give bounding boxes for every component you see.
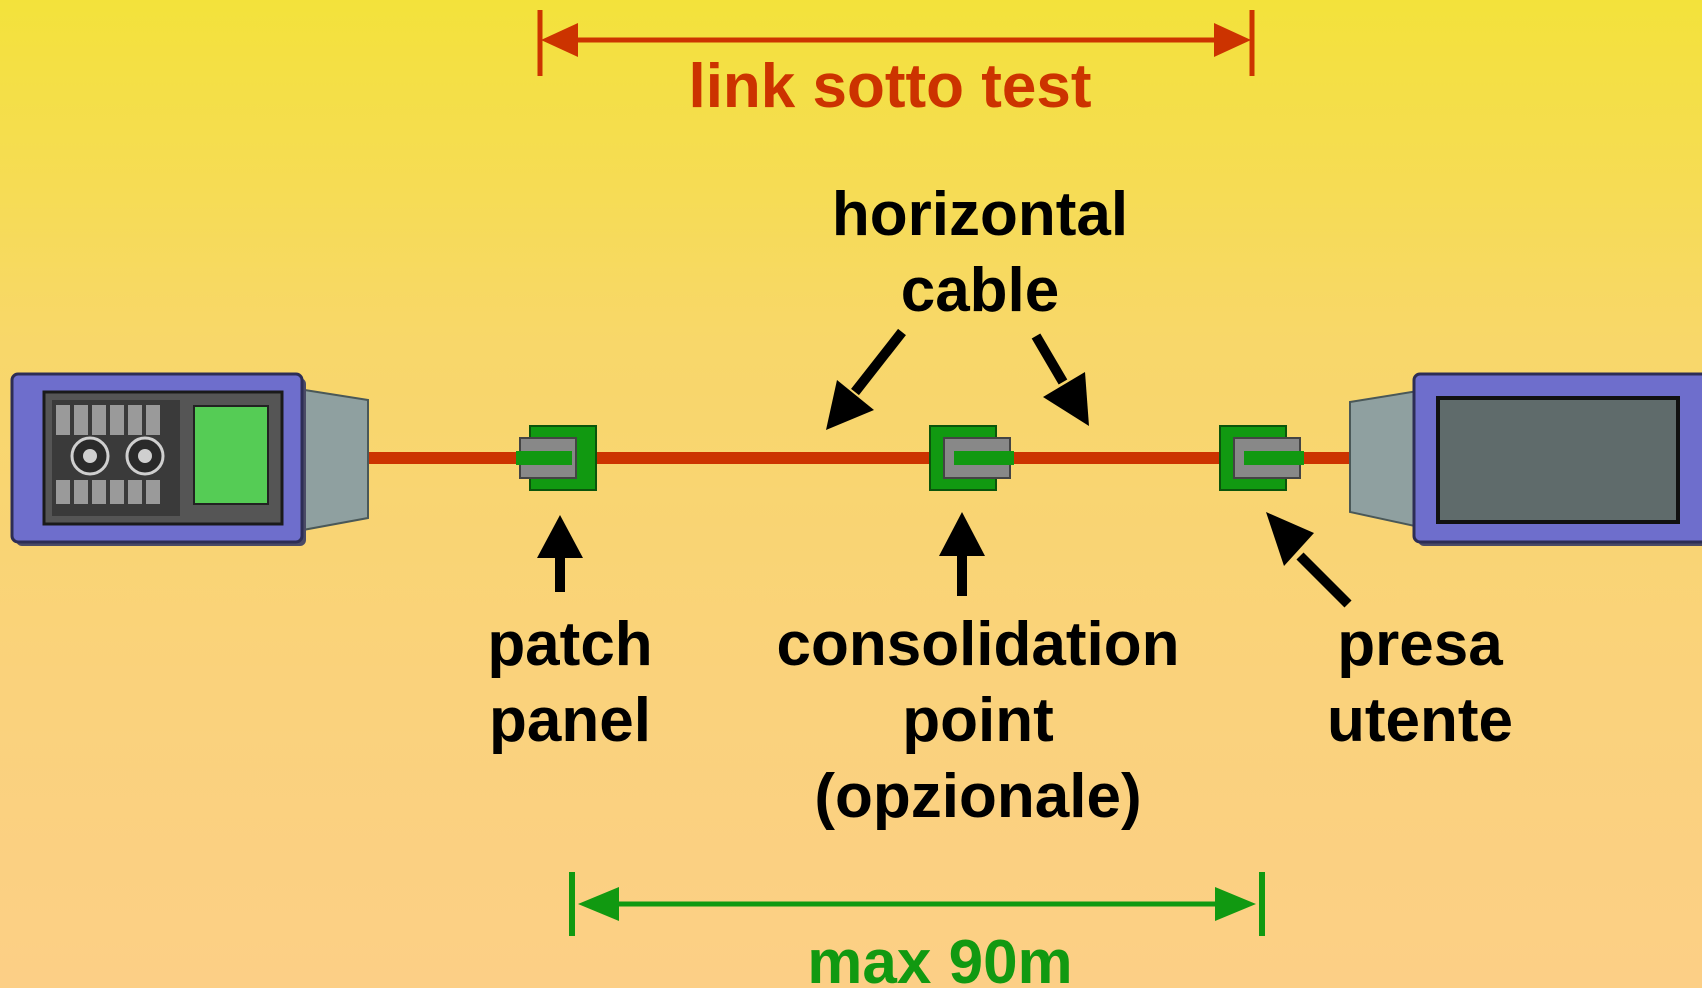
patch-panel-label: patch panel xyxy=(420,607,720,759)
pointer-arrow-cable-right xyxy=(1031,333,1089,426)
remote-tester-icon xyxy=(1349,372,1702,546)
link-dimension-line xyxy=(537,10,1255,76)
consolidation-point-label: consolidation point (opzionale) xyxy=(728,607,1228,835)
consolidation-point-line-1: consolidation xyxy=(776,610,1180,679)
length-dimension-line xyxy=(569,872,1265,936)
connector-patch-panel-icon xyxy=(516,425,597,491)
pointer-arrow-user-outlet xyxy=(1266,512,1352,608)
pointer-arrow-cable-left xyxy=(826,328,906,430)
link-under-test-label: link sotto test xyxy=(640,56,1140,118)
user-outlet-label: presa utente xyxy=(1270,607,1570,759)
connector-user-outlet-icon xyxy=(1219,425,1304,491)
horizontal-cable-line-1: horizontal xyxy=(831,180,1129,249)
max-length-text: max 90m xyxy=(807,928,1073,988)
user-outlet-line-1: presa xyxy=(1337,610,1503,679)
consolidation-point-line-3: (opzionale) xyxy=(814,762,1142,831)
main-tester-icon xyxy=(10,372,369,546)
max-length-label: max 90m xyxy=(740,932,1140,988)
consolidation-point-line-2: point xyxy=(902,686,1054,755)
patch-panel-line-1: patch xyxy=(487,610,653,679)
horizontal-cable-label: horizontal cable xyxy=(780,177,1180,329)
patch-panel-line-2: panel xyxy=(489,686,651,755)
link-under-test-text: link sotto test xyxy=(688,52,1092,121)
connector-consolidation-point-icon xyxy=(929,425,1014,491)
pointer-arrow-consolidation-point xyxy=(939,512,985,596)
user-outlet-line-2: utente xyxy=(1327,686,1513,755)
pointer-arrow-patch-panel xyxy=(537,515,583,592)
horizontal-cable-line-2: cable xyxy=(900,256,1060,325)
